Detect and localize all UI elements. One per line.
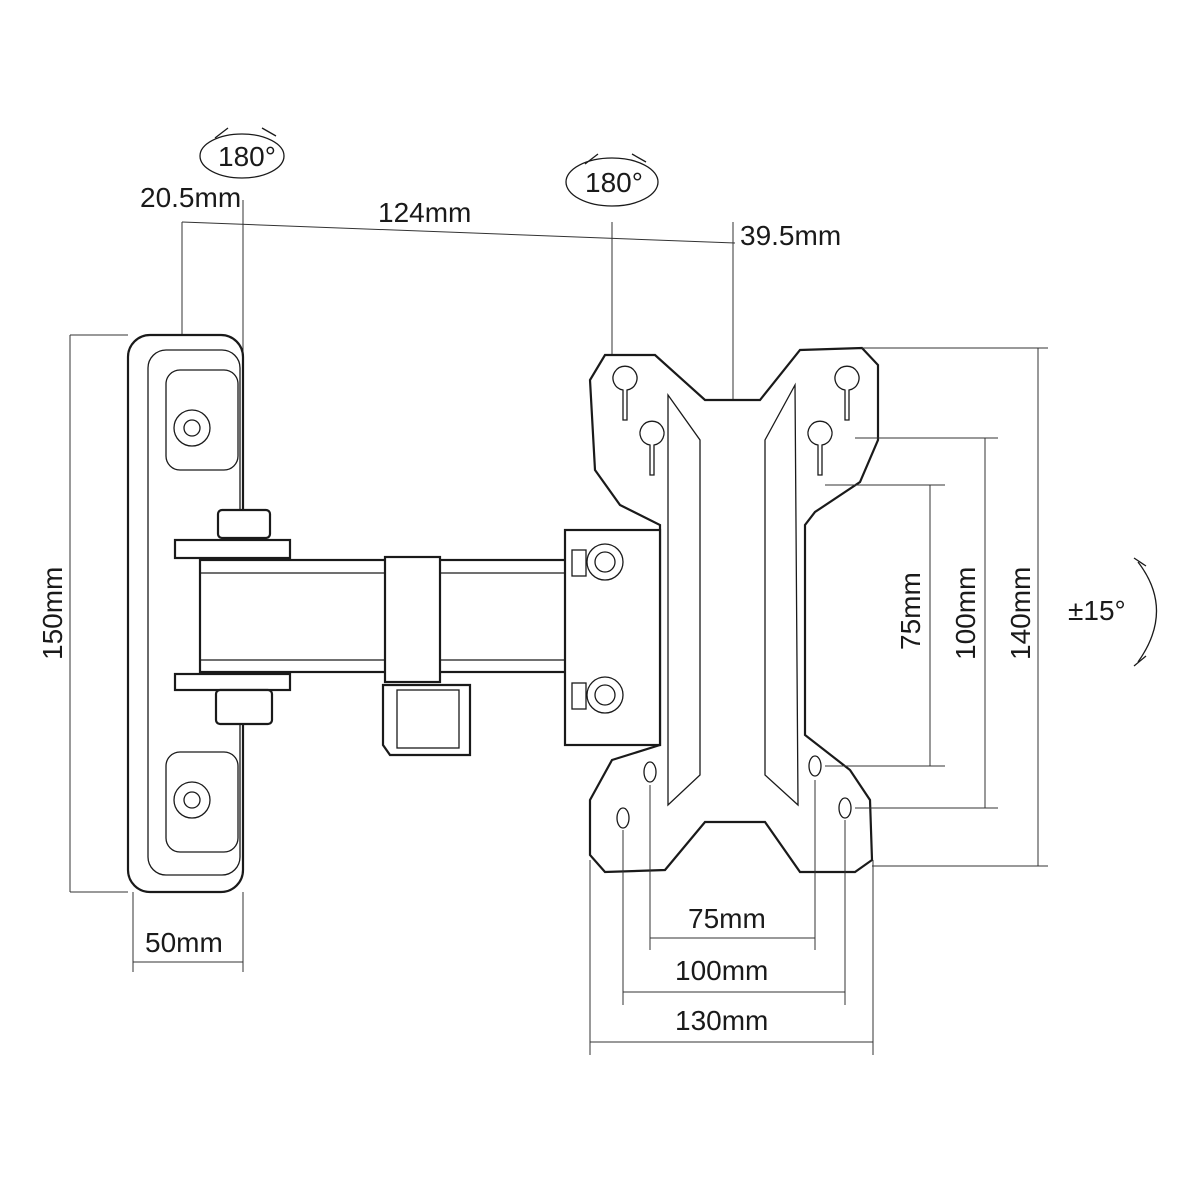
dim-wall-plate-height: 150mm xyxy=(37,567,68,660)
dim-wall-offset: 20.5mm xyxy=(140,182,241,213)
keyhole-icon xyxy=(639,420,665,476)
keyhole-icon xyxy=(834,365,860,421)
keyhole-icon xyxy=(807,420,833,476)
vertical-dimension-lines xyxy=(825,347,1048,867)
dim-vesa-v-small: 75mm xyxy=(895,572,926,650)
keyhole-icon xyxy=(612,365,638,421)
rotation-icon-right: 180° xyxy=(565,153,659,207)
tilt-arrow-icon xyxy=(1133,557,1157,667)
horizontal-dimension-lines xyxy=(589,780,874,1055)
dim-vesa-offset: 39.5mm xyxy=(740,220,841,251)
dim-arm-length: 124mm xyxy=(378,197,471,228)
dim-wall-plate-width: 50mm xyxy=(145,927,223,958)
dim-tilt: ±15° xyxy=(1068,595,1126,626)
rotation-label-right: 180° xyxy=(585,167,643,198)
screw-hole-icon xyxy=(173,781,211,819)
nut-icon xyxy=(586,543,624,581)
rotation-label-left: 180° xyxy=(218,141,276,172)
nut-icon xyxy=(586,676,624,714)
dim-plate-width: 130mm xyxy=(675,1005,768,1036)
screw-hole-icon xyxy=(173,409,211,447)
rotation-icon-left: 180° xyxy=(199,127,285,179)
dim-plate-height: 140mm xyxy=(1005,567,1036,660)
dim-vesa-v-medium: 100mm xyxy=(950,567,981,660)
swing-arm xyxy=(173,508,574,757)
dim-vesa-h-medium: 100mm xyxy=(675,955,768,986)
vesa-plate xyxy=(563,346,880,874)
dim-vesa-h-small: 75mm xyxy=(688,903,766,934)
